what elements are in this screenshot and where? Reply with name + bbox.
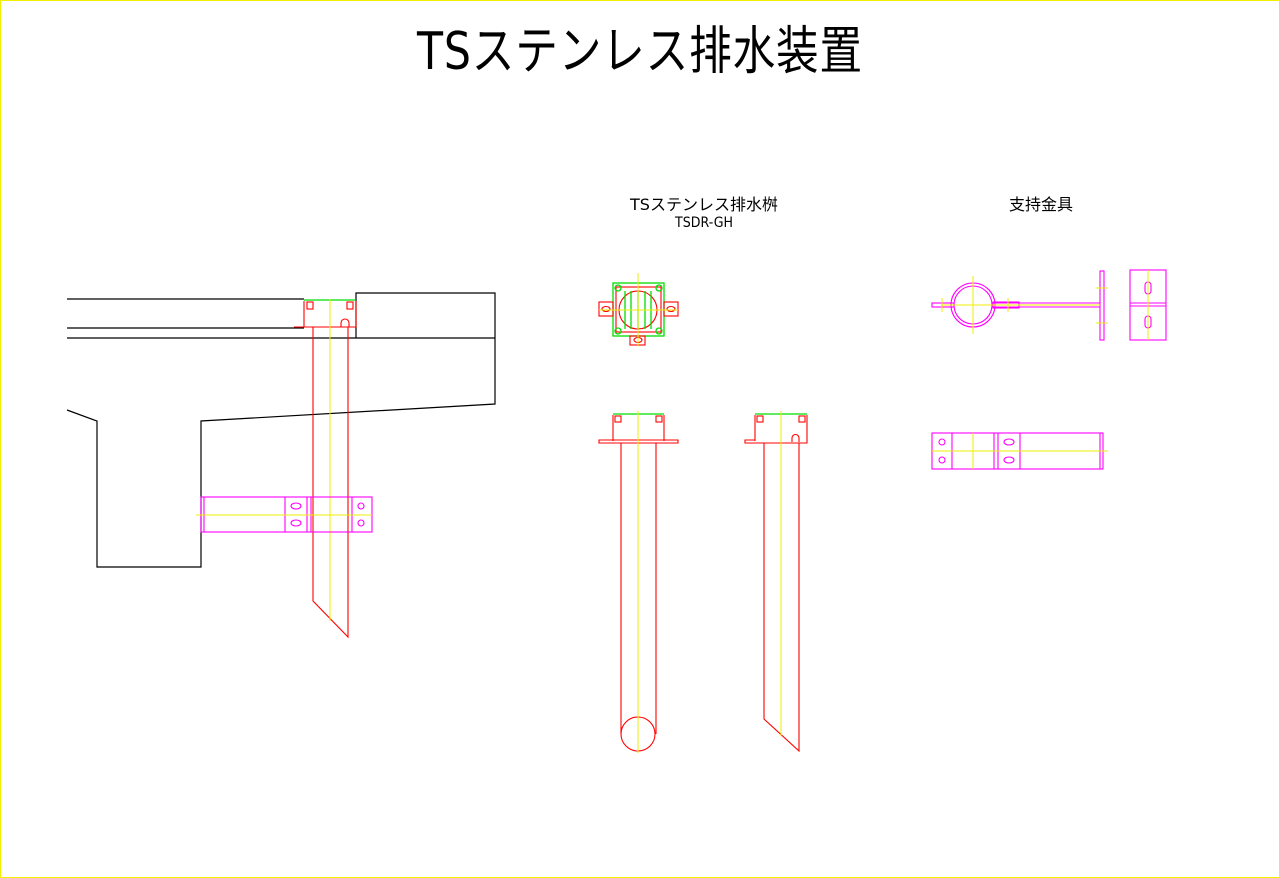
basin-side-view <box>744 411 808 753</box>
installed-bracket <box>196 496 373 533</box>
installed-drain <box>294 299 357 639</box>
basin-name-label: TSステンレス排水桝 <box>630 195 778 214</box>
support-bracket-side-view <box>1129 269 1167 341</box>
basin-front-view <box>598 411 679 753</box>
bridge-deck-section <box>66 292 496 568</box>
basin-top-view <box>598 273 679 346</box>
support-bracket-plan-view <box>931 432 1108 470</box>
basin-model-label: TSDR-GH <box>675 215 733 231</box>
bracket-name-label: 支持金具 <box>1008 195 1074 214</box>
drawing-title: TSステンレス排水装置 <box>417 22 863 82</box>
support-bracket-front-view <box>931 270 1108 341</box>
